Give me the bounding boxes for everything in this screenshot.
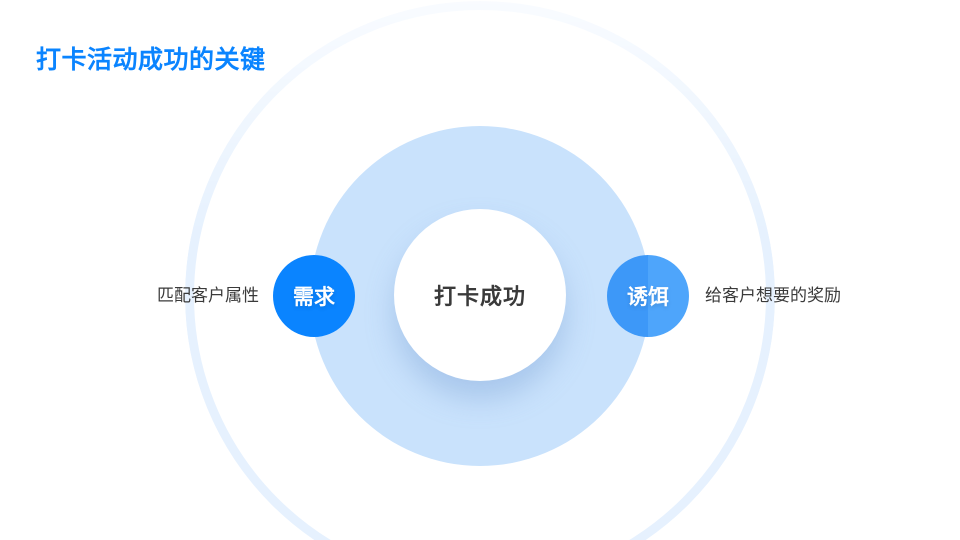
outer-decorative-ring [185,1,775,540]
need-description: 匹配客户属性 [157,286,259,306]
need-badge: 需求 [273,255,355,337]
center-node: 打卡成功 [394,209,566,381]
bait-description: 给客户想要的奖励 [705,286,841,306]
center-node-label: 打卡成功 [433,285,526,310]
need-badge-label: 需求 [293,285,335,309]
page-title: 打卡活动成功的关键 [36,45,266,74]
bait-badge-label: 诱饵 [627,285,669,309]
bait-badge: 诱饵 [607,255,689,337]
